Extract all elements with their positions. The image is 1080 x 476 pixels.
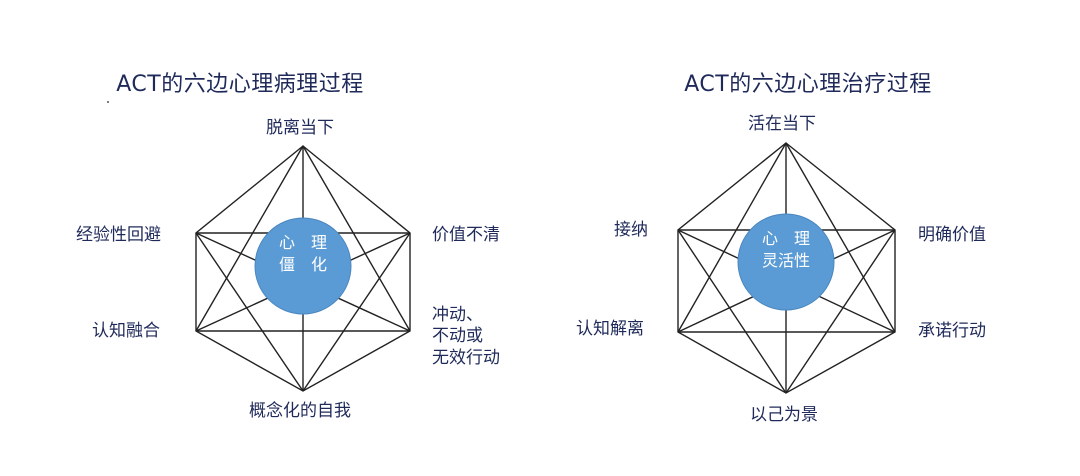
core-label-line2: 灵活性 (761, 250, 810, 270)
diagonal-line (677, 229, 787, 394)
node-lower-right-line1: 冲动、 (432, 305, 483, 325)
node-bottom: 以己为景 (750, 405, 818, 425)
pathology-diagram: ACT的六边心理病理过程 心 理 僵 化 脱离当下 经验性回避 价值不清 认知融… (76, 72, 500, 421)
node-lower-right-line3: 无效行动 (432, 347, 500, 368)
diagonal-line (195, 232, 304, 392)
node-lower-right: 冲动、 不动或 无效行动 (432, 305, 500, 369)
core-circle (737, 213, 835, 311)
diagonal-line (302, 232, 411, 392)
therapy-hexagon (677, 142, 896, 394)
node-lower-left: 认知融合 (92, 321, 160, 341)
diagonal-line (785, 142, 896, 333)
core-circle (254, 217, 352, 315)
stray-dot (107, 101, 109, 103)
core-label: 心 理 灵活性 (731, 228, 841, 271)
core-label-line1: 心 理 (761, 229, 810, 248)
node-lower-right-line2: 不动或 (432, 326, 483, 347)
node-top: 脱离当下 (266, 118, 334, 138)
core-label-line1: 心 理 (278, 233, 327, 252)
pathology-title: ACT的六边心理病理过程 (116, 72, 364, 97)
pathology-hexagon (195, 145, 411, 392)
node-lower-right: 承诺行动 (918, 321, 986, 341)
therapy-diagram: ACT的六边心理治疗过程 心 理 灵活性 活在当下 接纳 明确价值 认知解离 承… (540, 0, 1080, 476)
core-label-line2: 僵 化 (278, 254, 327, 274)
diagonal-line (677, 142, 787, 333)
therapy-title: ACT的六边心理治疗过程 (684, 72, 932, 97)
node-upper-left: 经验性回避 (76, 225, 161, 245)
core-label: 心 理 僵 化 (248, 232, 358, 275)
diagonal-line (785, 229, 896, 394)
node-upper-right: 明确价值 (918, 225, 986, 245)
node-top: 活在当下 (748, 114, 816, 134)
node-bottom: 概念化的自我 (249, 401, 351, 421)
diagonal-line (302, 145, 411, 332)
node-upper-left: 接纳 (614, 220, 648, 240)
diagonal-line (195, 145, 304, 332)
node-lower-left: 认知解离 (576, 319, 644, 339)
node-upper-right: 价值不清 (432, 225, 500, 245)
